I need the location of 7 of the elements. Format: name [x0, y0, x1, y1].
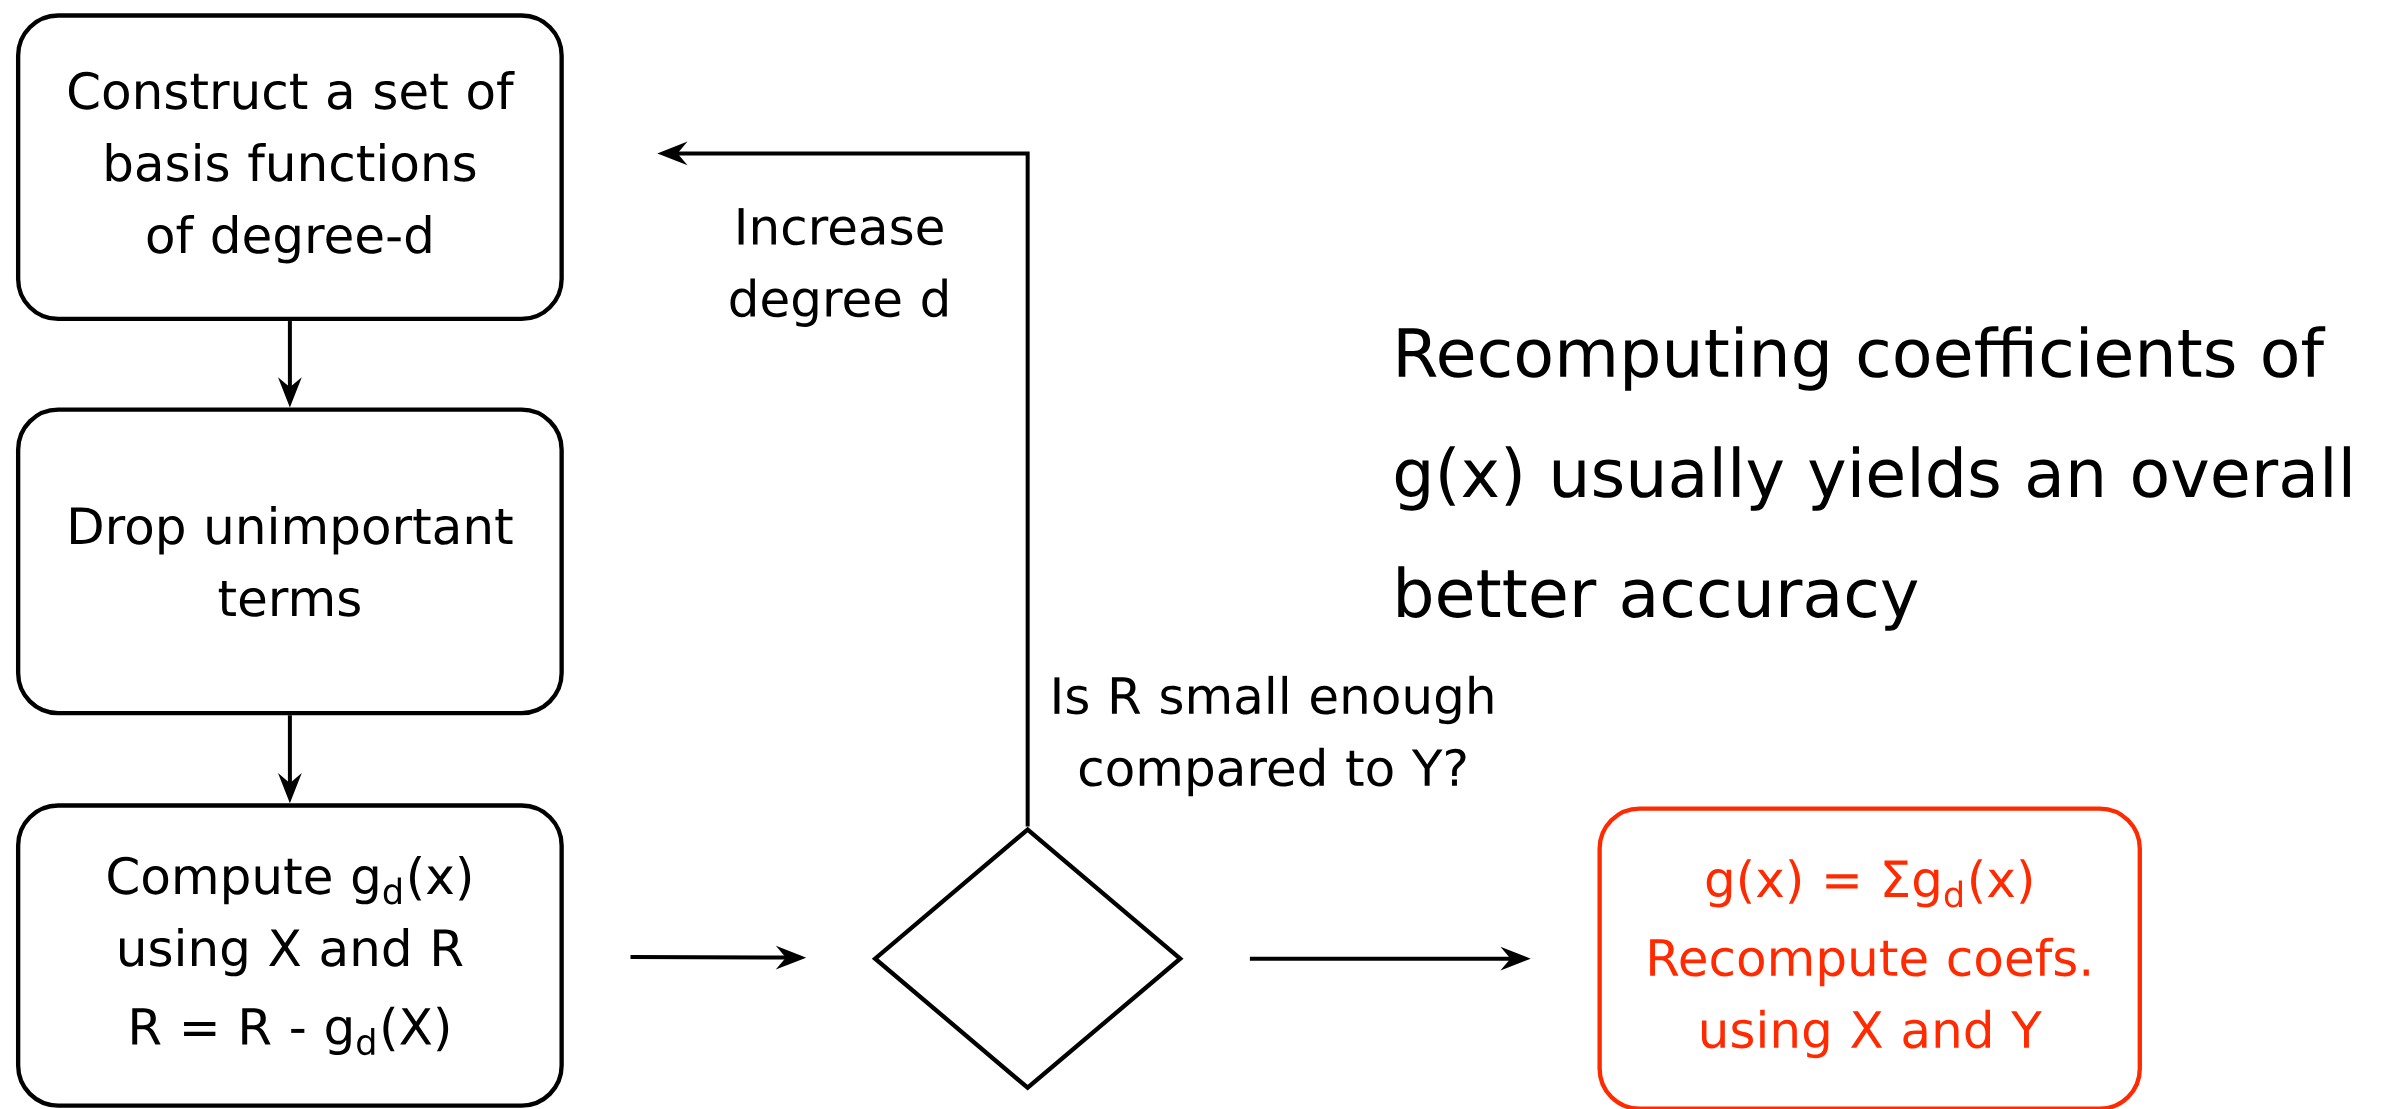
edge-label: Increase degree d [695, 197, 985, 339]
result-box: g(x) = Σg$_{d}$(x) Recompute coefs. using X and Y [1597, 806, 2142, 1109]
process-box: Construct a set of basis functions of degree-d [16, 13, 564, 322]
note-text: Recomputing coefficients of g(x) usually yields an overall better accuracy [1395, 326, 2350, 631]
question-text: Is R small enough compared to Y? [1054, 675, 1493, 797]
process-box: Compute g$_{d}$(x) using X and R R = R - g$_{d}$(X) [16, 803, 564, 1108]
process-box: Drop unimportant terms [16, 407, 564, 716]
